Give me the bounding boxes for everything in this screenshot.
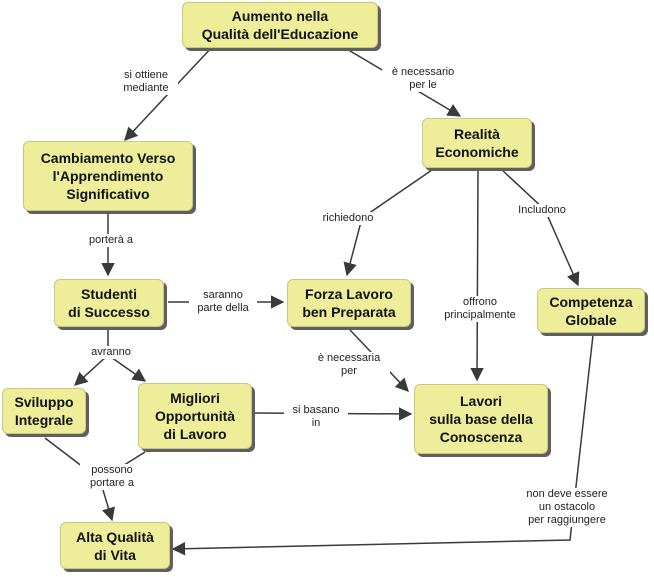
link-label-e-necessaria-per: è necessaria per bbox=[308, 352, 390, 378]
link-label-richiedono: richiedono bbox=[312, 212, 384, 225]
connector-studenti-migliori bbox=[107, 354, 147, 382]
connector-realta-competenza bbox=[501, 169, 580, 287]
link-label-portera-a: porterà a bbox=[80, 234, 142, 247]
concept-sviluppo-integrale[interactable]: Sviluppo Integrale bbox=[2, 388, 86, 434]
concept-forza-lavoro[interactable]: Forza Lavoro ben Preparata bbox=[287, 279, 411, 327]
link-label-saranno-parte-della: saranno parte della bbox=[189, 289, 257, 315]
concept-realita-economiche[interactable]: Realità Economiche bbox=[422, 118, 532, 168]
link-label-si-basano-in: si basano in bbox=[284, 404, 348, 430]
concept-studenti-di-successo[interactable]: Studenti di Successo bbox=[54, 279, 164, 327]
concept-cambiamento-apprendimento[interactable]: Cambiamento Verso l'Apprendimento Signif… bbox=[23, 141, 193, 211]
link-label-si-ottiene-mediante: si ottiene mediante bbox=[114, 69, 178, 95]
concept-alta-qualita-vita[interactable]: Alta Qualità di Vita bbox=[60, 522, 170, 569]
concept-aumento-qualita-educazione[interactable]: Aumento nella Qualità dell'Educazione bbox=[182, 2, 378, 48]
concept-lavori-conoscenza[interactable]: Lavori sulla base della Conoscenza bbox=[414, 384, 548, 454]
link-label-offrono-principalmente: offrono principalmente bbox=[433, 296, 527, 322]
link-label-possono-portare-a: possono portare a bbox=[80, 464, 144, 490]
link-label-non-deve-essere-ostacolo: non deve essere un ostacolo per raggiung… bbox=[515, 488, 619, 527]
concept-competenza-globale[interactable]: Competenza Globale bbox=[537, 288, 645, 333]
connector-competenza-alta bbox=[171, 334, 594, 556]
link-label-includono: Includono bbox=[508, 204, 576, 217]
link-label-e-necessario-per-le: è necessario per le bbox=[382, 66, 464, 92]
connector-realta-lavori bbox=[470, 169, 484, 382]
link-label-avranno: avranno bbox=[83, 346, 139, 359]
concept-migliori-opportunita[interactable]: Migliori Opportunità di Lavoro bbox=[138, 383, 252, 449]
